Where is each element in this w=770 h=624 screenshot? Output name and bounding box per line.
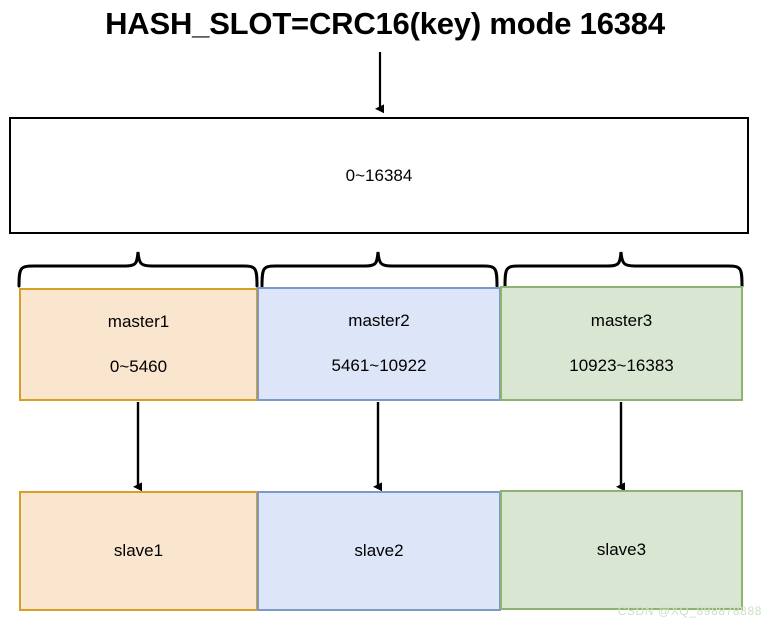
master-node-2: master2 5461~10922 [257, 287, 501, 401]
slave-node-1: slave1 [19, 491, 258, 611]
master-node-1: master1 0~5460 [19, 288, 258, 401]
slave-node-3: slave3 [500, 490, 743, 610]
brace-slot-to-master2 [260, 251, 499, 288]
slave-node-2: slave2 [257, 491, 501, 611]
master-node-3-range: 10923~16383 [569, 355, 674, 375]
page-title: HASH_SLOT=CRC16(key) mode 16384 [105, 6, 665, 41]
slot-range-label: 0~16384 [345, 165, 413, 185]
slave-node-2-name: slave2 [354, 540, 404, 560]
master-node-2-range: 5461~10922 [331, 356, 427, 375]
master-node-2-name: master2 [348, 311, 410, 331]
slave-node-1-name: slave1 [113, 540, 164, 560]
brace-slot-to-master3 [503, 251, 744, 288]
master-node-3: master3 10923~16383 [500, 286, 743, 401]
master-node-1-name: master1 [107, 311, 170, 331]
watermark: CSDN @XQ_898878888 [617, 604, 762, 618]
master-node-1-range: 0~5460 [109, 356, 168, 376]
brace-slot-to-master1 [17, 251, 259, 288]
slot-range-box: 0~16384 [9, 117, 749, 234]
slave-node-3-name: slave3 [596, 539, 647, 559]
master-node-3-name: master3 [590, 310, 653, 330]
